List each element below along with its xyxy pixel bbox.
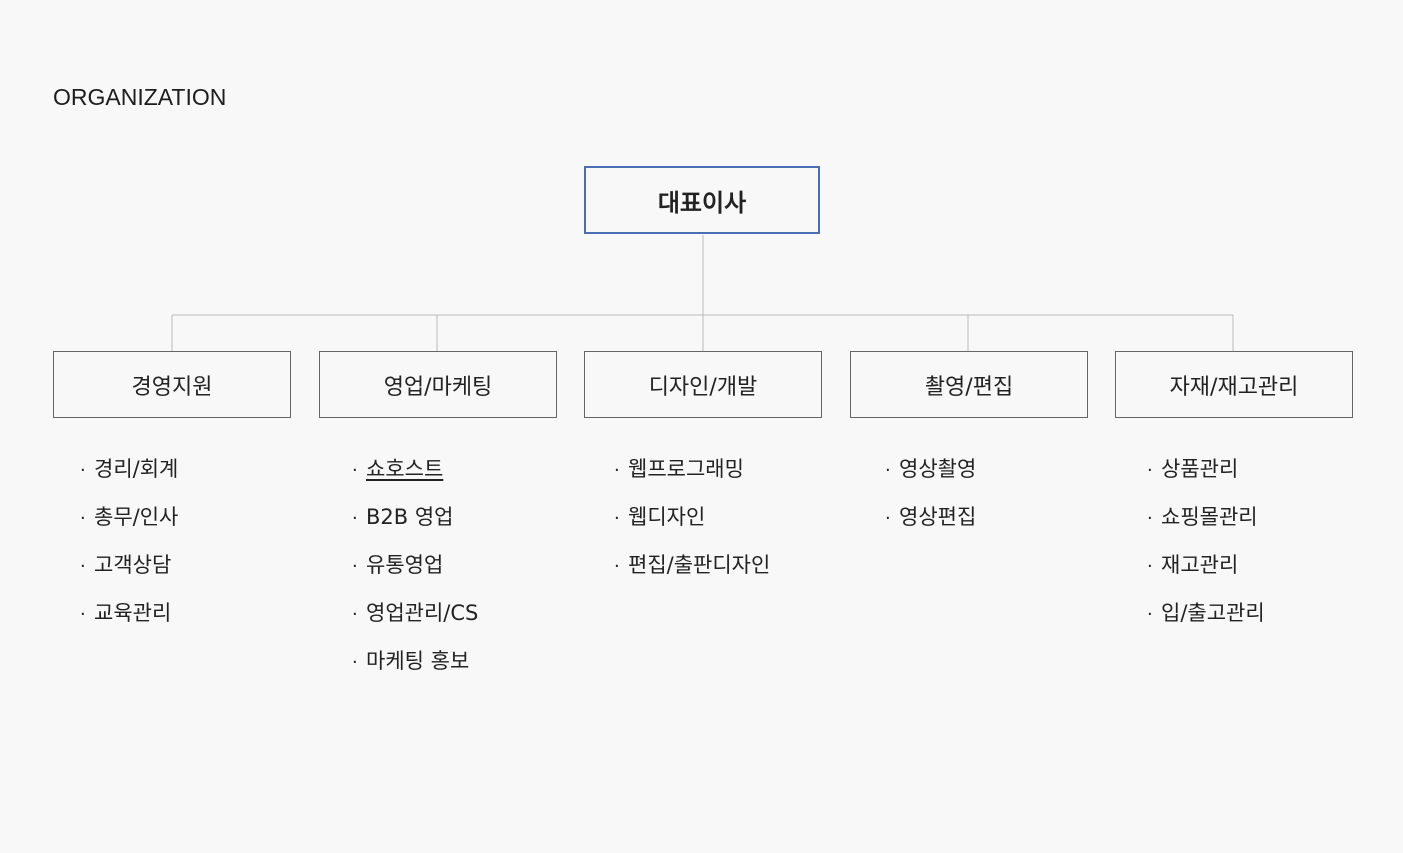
bullet-dot: ·	[352, 556, 358, 577]
bullet-dot: ·	[614, 508, 620, 529]
bullet-dot: ·	[80, 460, 86, 481]
bullet-dot: ·	[614, 556, 620, 577]
duty-label: 마케팅 홍보	[366, 649, 470, 673]
bullet-dot: ·	[80, 556, 86, 577]
duty-label: 재고관리	[1161, 553, 1239, 577]
duty-label: 편집/출판디자인	[628, 553, 771, 577]
bullet-dot: ·	[352, 652, 358, 673]
bullet-dot: ·	[352, 460, 358, 481]
dept-node-management-support: 경영지원	[53, 351, 291, 418]
duty-item: · 유통영업	[352, 550, 478, 598]
dept-node-design-development: 디자인/개발	[584, 351, 822, 418]
duty-item: · 총무/인사	[80, 502, 178, 550]
dept-duty-list: · 경리/회계 · 총무/인사 · 고객상담 · 교육관리	[80, 454, 178, 646]
duty-item: · 입/출고관리	[1147, 598, 1265, 646]
dept-duty-list: · 쇼호스트 · B2B 영업 · 유통영업 · 영업관리/CS · 마케팅 홍보	[352, 454, 478, 694]
duty-label: 고객상담	[94, 553, 172, 577]
bullet-dot: ·	[1147, 460, 1153, 481]
duty-label: 입/출고관리	[1161, 601, 1265, 625]
duty-label: 상품관리	[1161, 457, 1239, 481]
duty-item: · 웹디자인	[614, 502, 770, 550]
duty-item: · 웹프로그래밍	[614, 454, 770, 502]
duty-item: · 영상촬영	[885, 454, 976, 502]
dept-duty-list: · 상품관리 · 쇼핑몰관리 · 재고관리 · 입/출고관리	[1147, 454, 1265, 646]
duty-label: 경리/회계	[94, 457, 179, 481]
duty-item: · 재고관리	[1147, 550, 1265, 598]
bullet-dot: ·	[885, 508, 891, 529]
ceo-node: 대표이사	[584, 166, 820, 234]
bullet-dot: ·	[352, 604, 358, 625]
duty-item: · 영업관리/CS	[352, 598, 478, 646]
duty-item: · 쇼핑몰관리	[1147, 502, 1265, 550]
page-title: ORGANIZATION	[53, 84, 227, 110]
dept-node-inventory: 자재/재고관리	[1115, 351, 1353, 418]
bullet-dot: ·	[1147, 556, 1153, 577]
bullet-dot: ·	[885, 460, 891, 481]
duty-item: · 편집/출판디자인	[614, 550, 770, 598]
duty-item: · 교육관리	[80, 598, 178, 646]
duty-link[interactable]: 쇼호스트	[366, 457, 444, 481]
duty-item: · 경리/회계	[80, 454, 178, 502]
dept-node-sales-marketing: 영업/마케팅	[319, 351, 557, 418]
bullet-dot: ·	[614, 460, 620, 481]
duty-label: 총무/인사	[94, 505, 179, 529]
duty-item: · 상품관리	[1147, 454, 1265, 502]
dept-duty-list: · 영상촬영 · 영상편집	[885, 454, 976, 550]
duty-label: 영업관리/CS	[366, 601, 479, 625]
duty-label: 웹디자인	[628, 505, 706, 529]
duty-item: · 쇼호스트	[352, 454, 478, 502]
dept-duty-list: · 웹프로그래밍 · 웹디자인 · 편집/출판디자인	[614, 454, 770, 598]
duty-item: · 고객상담	[80, 550, 178, 598]
duty-label: 영상편집	[899, 505, 977, 529]
bullet-dot: ·	[80, 604, 86, 625]
bullet-dot: ·	[352, 508, 358, 529]
bullet-dot: ·	[80, 508, 86, 529]
dept-node-filming-editing: 촬영/편집	[850, 351, 1088, 418]
duty-item: · 마케팅 홍보	[352, 646, 478, 694]
duty-label: 웹프로그래밍	[628, 457, 744, 481]
duty-label: 쇼핑몰관리	[1161, 505, 1258, 529]
duty-item: · B2B 영업	[352, 502, 478, 550]
duty-label: 영상촬영	[899, 457, 977, 481]
duty-label: 유통영업	[366, 553, 444, 577]
bullet-dot: ·	[1147, 604, 1153, 625]
duty-item: · 영상편집	[885, 502, 976, 550]
bullet-dot: ·	[1147, 508, 1153, 529]
duty-label: 교육관리	[94, 601, 172, 625]
duty-label: B2B 영업	[366, 505, 454, 529]
